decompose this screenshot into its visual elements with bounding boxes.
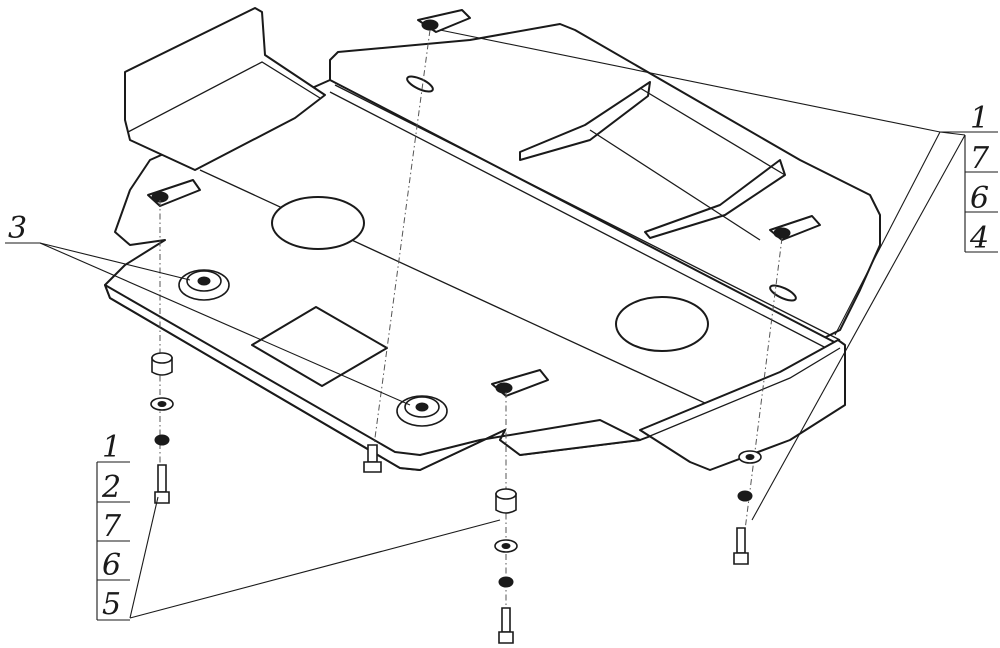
left-bracket: [124, 7, 326, 171]
callout-left-4: 6: [102, 548, 121, 583]
callout-left-3: 7: [102, 509, 122, 544]
callout-left-1: 1: [102, 430, 121, 465]
callout-right-1: 1: [970, 101, 989, 136]
bolt-center: [363, 444, 382, 473]
callout-right-2: 7: [970, 141, 990, 176]
callout-stack-left: 1 2 7 6 5: [96, 430, 130, 622]
callout-left-2: 2: [101, 470, 121, 505]
callout-3-label: 3: [8, 211, 27, 246]
skid-plate: [104, 23, 881, 471]
right-bracket: [639, 339, 846, 471]
callout-3: 3: [8, 211, 27, 246]
hardware-stack-front: [494, 488, 518, 644]
mounting-tab-top: [417, 9, 471, 33]
mounting-tab-right: [769, 215, 821, 241]
bump-pad-2: [396, 395, 448, 427]
leader-lines: [5, 29, 966, 619]
hardware-stack-right: [733, 450, 762, 565]
mounting-tab-left: [147, 179, 201, 207]
callout-stack-right: 1 7 6 4: [940, 101, 998, 256]
mounting-tab-front: [491, 369, 549, 397]
callout-right-4: 4: [969, 221, 989, 256]
callout-right-3: 6: [970, 181, 989, 216]
hardware-stack-left: [150, 352, 174, 504]
callout-left-5: 5: [102, 587, 121, 622]
bump-pad-1: [178, 269, 230, 301]
